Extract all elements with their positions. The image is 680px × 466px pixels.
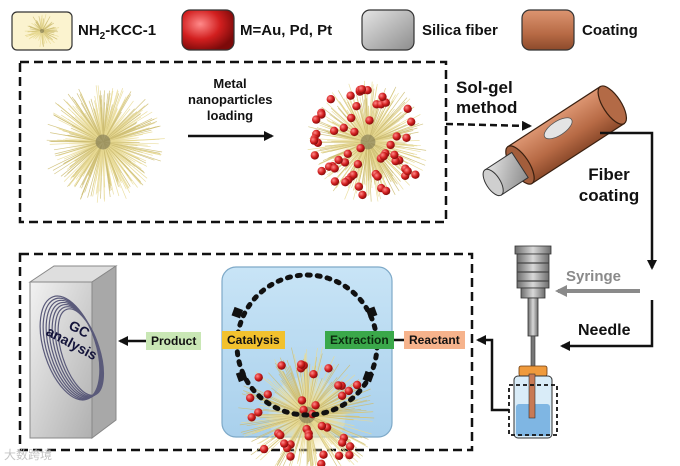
watermark-text: 大数跨境 xyxy=(4,448,53,462)
loading-label: Metal nanoparticles loading xyxy=(188,76,273,124)
solgel-arrow xyxy=(445,120,532,131)
loading-label-line1: Metal xyxy=(213,76,247,91)
reactant-tag: Reactant xyxy=(404,331,465,349)
solgel-label: Sol-gel method xyxy=(456,78,517,118)
gc-column-coil xyxy=(39,295,105,401)
solgel-label-line2: method xyxy=(456,98,518,117)
needle-label: Needle xyxy=(578,322,631,339)
bottom-process-box xyxy=(18,252,474,452)
catalysis-tag: Catalysis xyxy=(222,331,285,349)
solgel-label-line1: Sol-gel xyxy=(456,78,513,97)
fiber-coating-label: Fiber coating xyxy=(572,164,646,206)
silica-legend-swatch xyxy=(361,9,415,51)
metal-legend-swatch xyxy=(181,9,235,51)
vial-to-reactant-arrow xyxy=(476,335,509,412)
fiber-coating-line2: coating xyxy=(578,186,640,205)
syringe-label: Syringe xyxy=(566,268,622,285)
cycle-arrowheads xyxy=(231,306,378,383)
metal-loaded-kcc xyxy=(307,80,427,202)
legend xyxy=(11,9,575,51)
syringe-device xyxy=(508,245,558,439)
kcc-nanosphere xyxy=(46,85,165,203)
loading-label-line2: nanoparticles xyxy=(188,92,273,107)
extraction-tag: Extraction xyxy=(325,331,394,349)
legend-label-coating: Coating xyxy=(582,22,638,39)
kcc-legend-icon xyxy=(24,14,60,48)
coated-fiber xyxy=(482,85,628,197)
legend-label-metal: M=Au, Pd, Pt xyxy=(240,22,333,39)
fiber-coating-line1: Fiber xyxy=(588,165,630,184)
legend-label-silica: Silica fiber xyxy=(422,22,498,39)
gc-instrument xyxy=(28,265,118,439)
needle-arrow xyxy=(560,300,654,351)
loading-label-line3: loading xyxy=(206,108,254,123)
coating-legend-swatch xyxy=(521,9,575,51)
product-tag: Product xyxy=(146,332,202,350)
fiber-coating-arrow xyxy=(600,131,657,270)
legend-label-kcc: NH2-KCC-1 xyxy=(78,22,157,42)
top-process-box xyxy=(18,60,448,224)
